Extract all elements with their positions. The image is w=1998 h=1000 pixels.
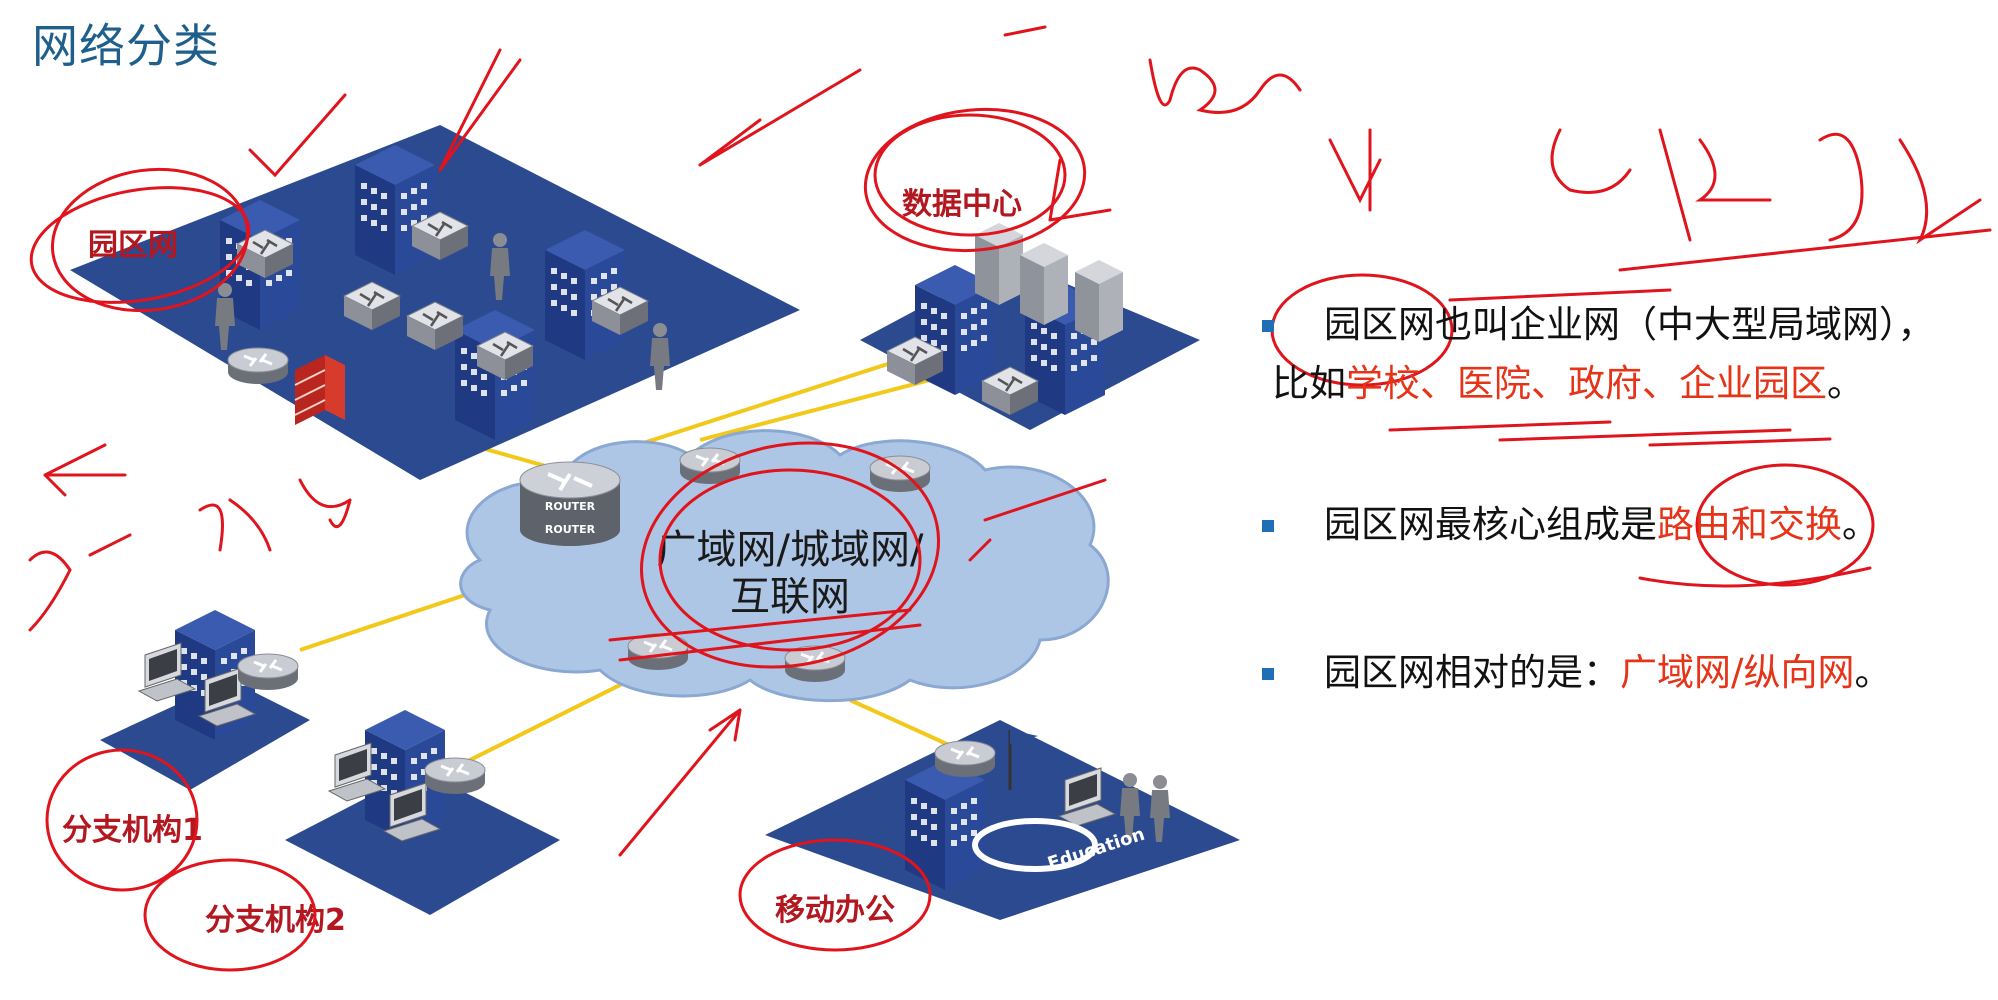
bullet-item-1: 园区网也叫企业网（中大型局域网）， 比如学校、医院、政府、企业园区。 <box>1262 295 1935 413</box>
label-campus: 园区网 <box>88 228 178 263</box>
campus-network <box>70 125 800 480</box>
data-center <box>860 223 1200 430</box>
bullet-item-3: 园区网相对的是：广域网/纵向网。 <box>1262 643 1891 702</box>
flag-icon <box>1008 730 1038 790</box>
cloud-label-line2: 互联网 <box>730 574 850 620</box>
server-icon <box>1020 243 1068 325</box>
router-icon <box>236 652 300 692</box>
label-mobile: 移动办公 <box>775 893 895 928</box>
label-branch2: 分支机构2 <box>205 903 346 938</box>
bullet-marker <box>1262 320 1274 332</box>
branch-office-1 <box>100 610 310 790</box>
bullet-item-2: 园区网最核心组成是路由和交换。 <box>1262 495 1879 554</box>
router-icon <box>868 454 932 494</box>
bullet-marker <box>1262 520 1274 532</box>
bullet-2-end: 。 <box>1842 503 1879 546</box>
bullet-3-highlight: 广域网/纵向网 <box>1620 651 1855 694</box>
bullet-2-text: 园区网最核心组成是 <box>1324 503 1657 546</box>
ink-annotations <box>28 25 1992 972</box>
bullet-1-prefix: 比如 <box>1272 362 1346 406</box>
core-router-icon: ROUTER ROUTER <box>519 461 621 546</box>
router-icon <box>933 739 997 779</box>
router-tag: ROUTER <box>545 523 596 536</box>
bullet-3-end: 。 <box>1854 651 1892 694</box>
firewall-icon <box>294 355 345 425</box>
bullet-3-text: 园区网相对的是： <box>1324 651 1620 694</box>
router-tag: ROUTER <box>545 500 596 513</box>
server-icon <box>1075 260 1123 342</box>
bullet-1-highlight: 学校、医院、政府、企业园区 <box>1346 362 1827 406</box>
router-icon <box>423 756 487 796</box>
bullet-1-end: 。 <box>1827 362 1864 406</box>
bullet-marker <box>1262 668 1274 680</box>
mobile-office: Education <box>765 720 1240 920</box>
bullet-2-highlight: 路由和交换 <box>1657 503 1842 546</box>
branch-office-2 <box>285 710 560 915</box>
bullet-1-line2: 比如学校、医院、政府、企业园区。 <box>1272 354 1935 413</box>
label-datacenter: 数据中心 <box>902 187 1022 222</box>
router-icon <box>226 346 290 386</box>
cloud-label-line1: 广域网/城域网/ <box>657 527 924 573</box>
label-branch1: 分支机构1 <box>62 813 203 848</box>
bullet-1-text: 园区网也叫企业网（中大型局域网）， <box>1324 303 1935 346</box>
wan-cloud: ROUTER ROUTER 广域网/城域网/ 互联网 <box>459 429 1110 703</box>
page-title: 网络分类 <box>32 19 220 73</box>
